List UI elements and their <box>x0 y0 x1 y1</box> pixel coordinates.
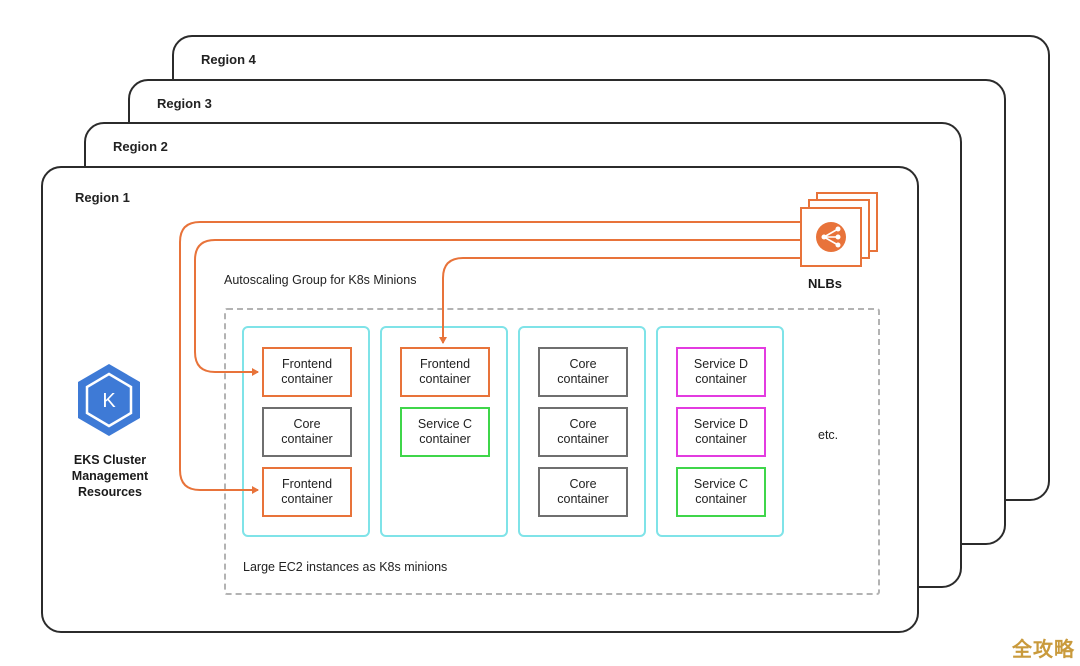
core-container: Core container <box>262 407 352 457</box>
service-d-container: Service D container <box>676 407 766 457</box>
eks-label: EKS Cluster Management Resources <box>71 453 149 499</box>
nlb-icon <box>800 192 878 267</box>
service-c-container: Service C container <box>400 407 490 457</box>
core-container: Core container <box>538 347 628 397</box>
service-c-container: Service C container <box>676 467 766 517</box>
service-d-container: Service D container <box>676 347 766 397</box>
nlb-route-arrow <box>179 221 800 494</box>
nlb-label: NLBs <box>808 276 842 291</box>
svg-text:K: K <box>102 390 116 412</box>
region-label: Region 1 <box>75 190 130 205</box>
etc-label: etc. <box>818 428 839 442</box>
ec2-label: Large EC2 instances as K8s minions <box>243 560 448 574</box>
region-label: Region 3 <box>157 96 212 111</box>
region-label: Region 4 <box>201 52 256 67</box>
core-container: Core container <box>538 467 628 517</box>
frontend-container: Frontend container <box>400 347 490 397</box>
frontend-container: Frontend container <box>262 467 352 517</box>
autoscaling-group <box>224 308 880 595</box>
asg-label: Autoscaling Group for K8s Minions <box>224 273 417 287</box>
nlb-route-arrow <box>439 257 800 344</box>
region-label: Region 2 <box>113 139 168 154</box>
frontend-container: Frontend container <box>262 347 352 397</box>
watermark: 全攻略 <box>1012 639 1075 661</box>
kubernetes-icon: K <box>78 364 140 436</box>
core-container: Core container <box>538 407 628 457</box>
nlb-route-arrow <box>194 239 800 376</box>
